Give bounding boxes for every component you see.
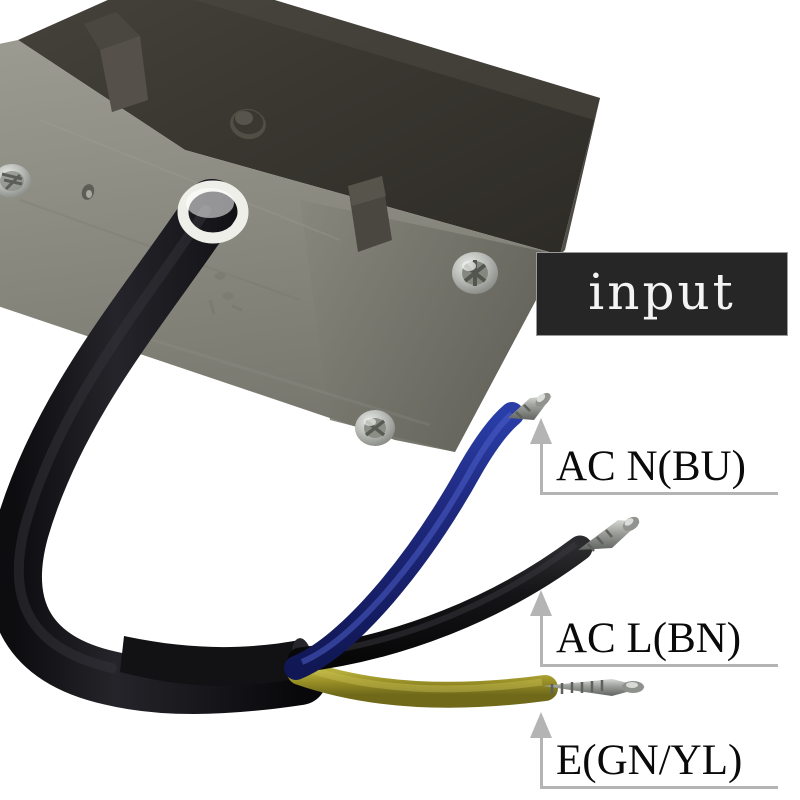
housing-screw-bottom — [355, 410, 395, 446]
callout-ac-live-underline — [540, 664, 778, 667]
housing-pin-hole — [81, 184, 95, 200]
housing-screw-left — [0, 164, 31, 198]
input-cable — [0, 179, 327, 714]
callout-earth-label: E(GN/YL) — [556, 737, 743, 784]
housing-top-face — [18, 0, 600, 255]
input-label-badge: input — [536, 252, 788, 336]
callout-earth-stem — [540, 734, 543, 788]
callout-ac-neutral-underline — [540, 492, 778, 495]
housing-embossed-marks — [208, 272, 243, 315]
callout-ac-neutral-stem — [540, 440, 543, 494]
callout-earth-underline — [540, 786, 778, 789]
callout-ac-live-label: AC L(BN) — [556, 615, 742, 662]
wire-earth — [287, 659, 645, 708]
callout-ac-neutral-arrowhead — [530, 418, 552, 444]
housing-screw-top-right — [452, 252, 498, 294]
housing-lid-side — [560, 98, 600, 255]
input-label-text: input — [588, 263, 736, 321]
callout-ac-live-stem — [540, 612, 543, 666]
housing-notch-left — [84, 12, 148, 112]
wire-live-ferrule — [578, 516, 640, 552]
callout-ac-neutral-label: AC N(BU) — [556, 443, 746, 490]
housing-vent-hole — [230, 108, 266, 140]
wire-neutral — [284, 392, 552, 680]
wire-earth-ferrule — [543, 679, 645, 696]
callout-ac-live-arrowhead — [530, 590, 552, 616]
housing-notch-right — [348, 176, 392, 252]
cable-sheath-end — [120, 636, 313, 687]
callout-earth-arrowhead — [530, 712, 552, 738]
wire-neutral-ferrule — [508, 392, 552, 420]
